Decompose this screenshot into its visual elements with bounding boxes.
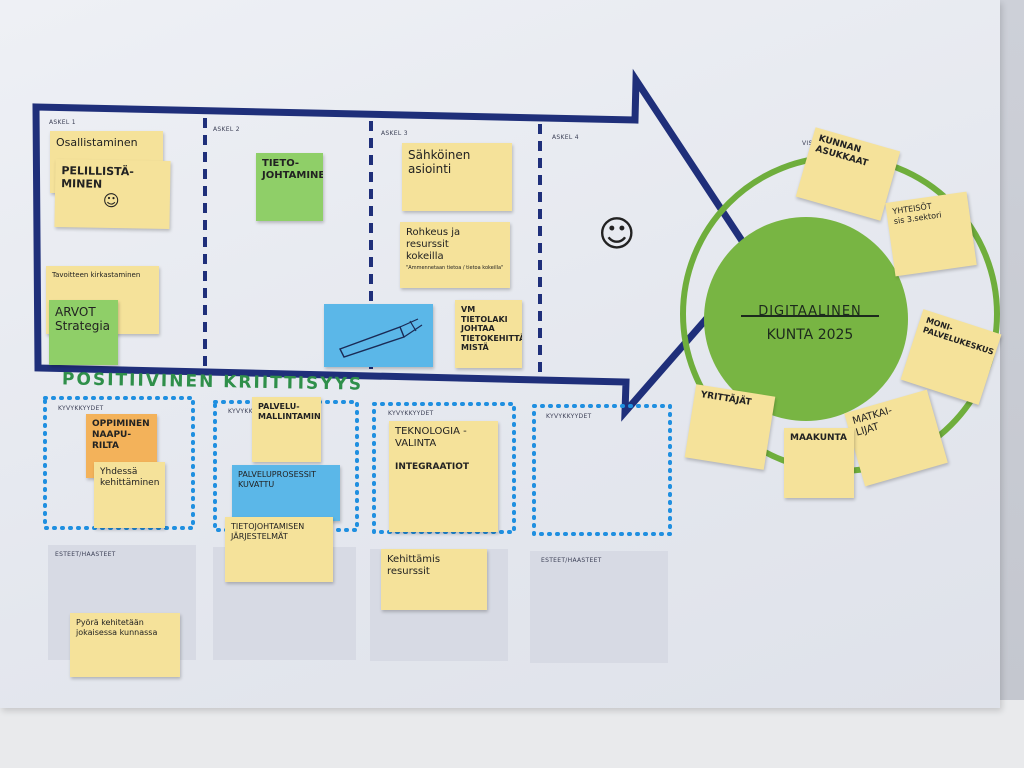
smiley-drawing: ☺ — [598, 214, 636, 255]
note-rohkeus-text: Rohkeus ja resurssit kokeilla — [406, 227, 461, 262]
capability-label-4: KYVYKKYYDET — [546, 413, 592, 420]
capability-label-2: KYVYKKYYDET — [228, 408, 274, 415]
note-pelillistaminen-text: PELILLISTÄ- MINEN — [61, 164, 134, 192]
note-rohkeus-small: "Ammennetaan tietoa / tietoa kokeilla" — [406, 265, 504, 271]
note-teknologia[interactable]: TEKNOLOGIA - VALINTA INTEGRAATIOT — [389, 421, 498, 532]
note-pyora[interactable]: Pyörä kehitetään jokaisessa kunnassa — [70, 613, 180, 677]
note-tietojohtaminen[interactable]: TIETO- JOHTAMINEN — [256, 153, 323, 221]
step-label-2: ASKEL 2 — [213, 126, 240, 133]
obstacle-label-4: ESTEET/HAASTEET — [541, 557, 602, 564]
note-integraatiot-text: INTEGRAATIOT — [395, 462, 469, 472]
capability-box-3 — [372, 402, 516, 534]
step-label-3: ASKEL 3 — [381, 130, 408, 137]
note-yhdessa-kehittaminen[interactable]: Yhdessä kehittäminen — [94, 462, 165, 528]
note-palvelumallintaminen[interactable]: PALVELU- MALLINTAMINEN — [252, 397, 321, 462]
note-tietojohtamisen-jarjestelmat[interactable]: TIETOJOHTAMISEN JÄRJESTELMÄT — [225, 517, 333, 582]
note-palveluprosessit[interactable]: PALVELUPROSESSIT KUVATTU — [232, 465, 340, 521]
note-pelillistaminen[interactable]: PELILLISTÄ- MINEN ☺ — [54, 159, 171, 229]
capability-box-4 — [532, 404, 672, 536]
note-sahkoinen-asiointi[interactable]: Sähköinen asiointi — [402, 143, 512, 211]
capability-label-3: KYVYKKYYDET — [388, 410, 434, 417]
vision-hub — [704, 217, 908, 421]
roadmap-arrow — [32, 68, 761, 422]
note-arvot-strategia[interactable]: ARVOT Strategia — [49, 300, 118, 365]
note-kehittamisresurssit[interactable]: Kehittämis resurssit — [381, 549, 487, 610]
pen-drawing-icon — [339, 318, 423, 358]
obstacle-box-4 — [530, 551, 668, 663]
step-label-4: ASKEL 4 — [552, 134, 579, 141]
note-blue-drawing[interactable] — [324, 304, 433, 367]
note-pelillistaminen-face: ☺ — [102, 191, 120, 211]
note-vm-tietolaki[interactable]: VM TIETOLAKI JOHTAA TIETOKEHITTÄ- MISTÄ — [455, 300, 522, 368]
hub-line-2: KUNTA 2025 — [766, 327, 854, 343]
floor-strip — [0, 700, 1024, 768]
note-yrittajat[interactable]: YRITTÄJÄT — [684, 384, 776, 470]
capability-label-1: KYVYKKYYDET — [58, 405, 104, 412]
note-rohkeus[interactable]: Rohkeus ja resurssit kokeilla "Ammenneta… — [400, 222, 510, 288]
capability-box-1 — [43, 396, 195, 530]
hub-line-1: DIGITAALINEN — [758, 304, 862, 319]
note-yhteisot[interactable]: YHTEISÖT sis 3.sektori — [885, 191, 977, 277]
note-teknologia-text: TEKNOLOGIA - VALINTA — [395, 426, 467, 449]
note-maakunta[interactable]: MAAKUNTA — [784, 428, 854, 498]
obstacle-label-1: ESTEET/HAASTEET — [55, 551, 116, 558]
step-label-1: ASKEL 1 — [49, 119, 76, 126]
